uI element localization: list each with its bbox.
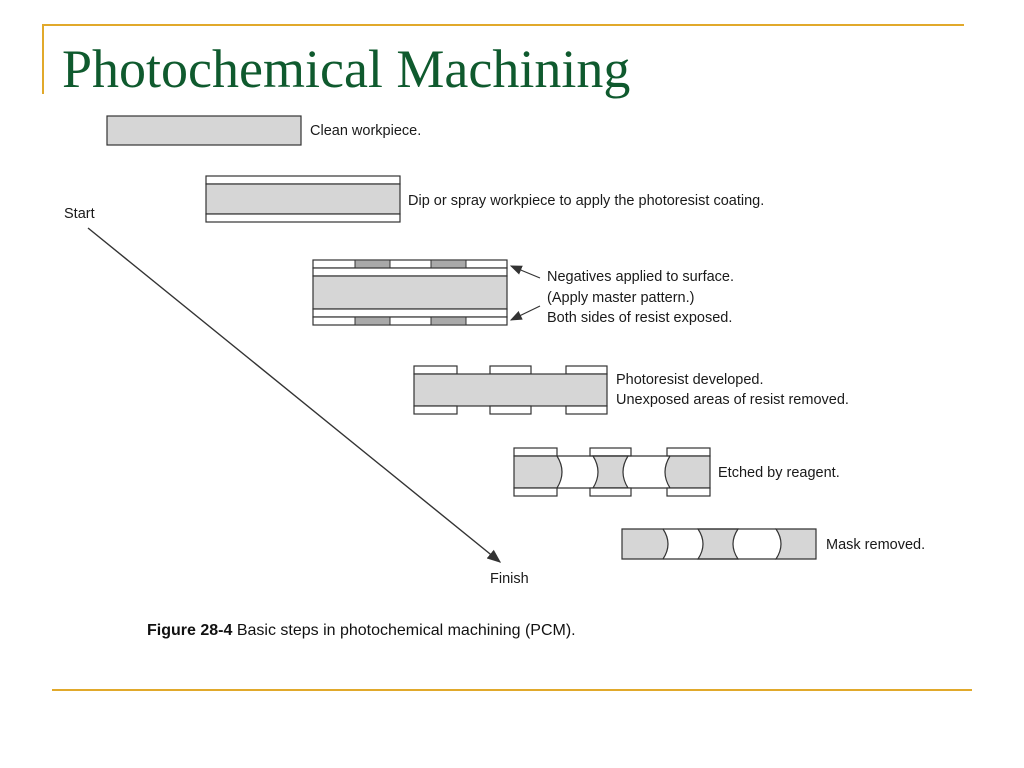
negative-bottom-dark-2: [430, 316, 467, 326]
negative-top-dark-2: [430, 259, 467, 269]
negative-bottom-dark-1: [354, 316, 391, 326]
etch-resist-top-2: [589, 447, 632, 457]
resist-bottom-2: [489, 405, 532, 415]
negative-top: [312, 259, 508, 269]
step-5-etched: Etched by reagent.: [513, 447, 840, 497]
etch-resist-bottom-1: [513, 487, 558, 497]
resist-top-3: [565, 365, 608, 375]
step-3-label-line-2: (Apply master pattern.): [547, 290, 694, 306]
negative-top-dark-1: [354, 259, 391, 269]
step-6-mask-removed: Mask removed.: [621, 528, 925, 560]
photoresist-bottom-layer: [312, 308, 508, 318]
negative-bottom: [312, 316, 508, 326]
final-part-2: [696, 528, 740, 560]
figure-caption: Figure 28-4 Basic steps in photochemical…: [147, 622, 576, 640]
resist-bottom-1: [413, 405, 458, 415]
step-2-label: Dip or spray workpiece to apply the phot…: [408, 193, 764, 209]
workpiece-block: [106, 115, 302, 146]
slide-title: Photochemical Machining: [62, 39, 631, 99]
step-4-label-line-1: Photoresist developed.: [616, 372, 764, 388]
workpiece-block: [413, 373, 608, 407]
finish-label: Finish: [490, 571, 529, 587]
left-accent-line: [42, 24, 44, 94]
pcm-steps-diagram: Start Finish Clean workpiece. Dip or spr…: [64, 115, 925, 587]
pointer-arrow-top: [509, 265, 541, 279]
pointer-arrow-bottom: [509, 305, 541, 321]
etch-resist-bottom-2: [589, 487, 632, 497]
etched-segment-3: [664, 455, 711, 489]
start-label: Start: [64, 206, 95, 222]
step-1-clean-workpiece: Clean workpiece.: [106, 115, 421, 146]
resist-top-1: [413, 365, 458, 375]
resist-top-2: [489, 365, 532, 375]
step-4-photoresist-developed: Photoresist developed. Unexposed areas o…: [413, 365, 849, 415]
photoresist-bottom-layer: [205, 213, 401, 223]
etch-resist-top-1: [513, 447, 558, 457]
etched-segment-1: [513, 455, 563, 489]
step-6-label: Mask removed.: [826, 537, 925, 553]
resist-bottom-3: [565, 405, 608, 415]
step-3-label-line-3: Both sides of resist exposed.: [547, 310, 732, 326]
step-4-label-line-2: Unexposed areas of resist removed.: [616, 392, 849, 408]
photoresist-top-layer: [205, 175, 401, 185]
workpiece-block: [312, 275, 508, 310]
process-flow-arrow: [87, 227, 502, 563]
step-2-apply-photoresist: Dip or spray workpiece to apply the phot…: [205, 175, 764, 223]
bottom-accent-line: [52, 689, 972, 691]
photoresist-top-layer: [312, 267, 508, 277]
step-5-label: Etched by reagent.: [718, 465, 840, 481]
step-3-negatives-applied: Negatives applied to surface. (Apply mas…: [312, 259, 734, 326]
final-part-3: [774, 528, 817, 560]
etch-resist-bottom-3: [666, 487, 711, 497]
etch-resist-top-3: [666, 447, 711, 457]
figure-label: Figure 28-4: [147, 622, 233, 639]
top-accent-line: [42, 24, 964, 26]
figure-caption-text: Basic steps in photochemical machining (…: [236, 622, 576, 639]
final-part-1: [621, 528, 669, 560]
step-1-label: Clean workpiece.: [310, 123, 421, 139]
workpiece-block: [205, 183, 401, 215]
step-3-label-line-1: Negatives applied to surface.: [547, 269, 734, 285]
etched-segment-2: [591, 455, 630, 489]
